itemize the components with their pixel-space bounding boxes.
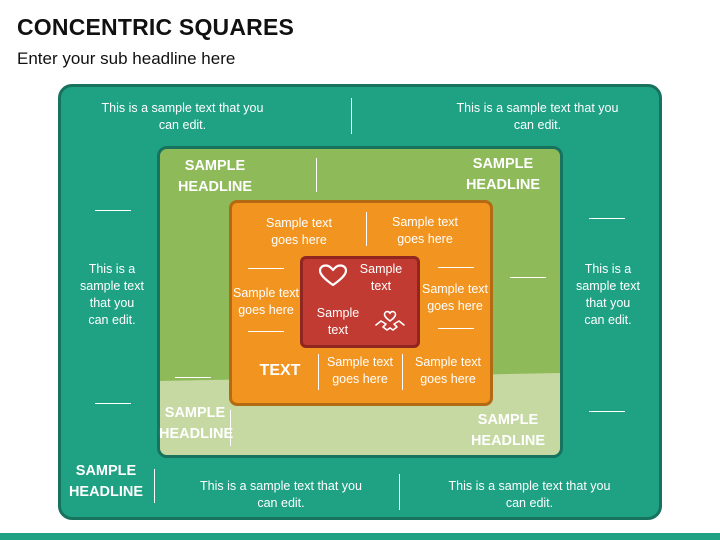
- divider: [154, 469, 155, 503]
- bottom-accent-bar: [0, 533, 720, 540]
- divider: [230, 410, 231, 446]
- middle-bottom-right-headline: SAMPLE HEADLINE: [470, 412, 546, 449]
- inner-right-text: Sample text goes here: [421, 282, 488, 313]
- outer-bottom-headline: SAMPLE HEADLINE: [68, 463, 144, 500]
- inner-top-left-text: Sample text goes here: [265, 216, 332, 247]
- divider: [248, 268, 284, 269]
- inner-bottom-mid-text: Sample text goes here: [326, 355, 393, 386]
- divider: [316, 158, 317, 192]
- middle-bottom-left-headline: SAMPLE HEADLINE: [159, 405, 234, 442]
- divider: [366, 212, 367, 246]
- inner-bottom-label: TEXT: [259, 362, 301, 379]
- divider: [351, 98, 352, 134]
- divider: [438, 267, 474, 268]
- core-bottom-text: Sample text: [316, 306, 360, 337]
- divider: [510, 277, 546, 278]
- outer-top-left-text: This is a sample text that you can edit.: [101, 101, 264, 132]
- handshake-heart-icon: [375, 310, 405, 331]
- divider: [399, 474, 400, 510]
- divider: [95, 403, 131, 404]
- inner-left-text: Sample text goes here: [232, 286, 299, 317]
- heart-icon: [319, 264, 347, 287]
- divider: [589, 218, 625, 219]
- divider: [438, 328, 474, 329]
- divider: [175, 377, 211, 378]
- divider: [95, 210, 131, 211]
- outer-right-text: This is a sample text that you can edit.: [576, 262, 640, 327]
- divider: [318, 354, 319, 390]
- middle-top-right-headline: SAMPLE HEADLINE: [465, 156, 541, 193]
- page-subtitle: Enter your sub headline here: [17, 49, 236, 68]
- inner-bottom-right-text: Sample text goes here: [414, 355, 481, 386]
- outer-bottom-mid-text: This is a sample text that you can edit.: [200, 479, 362, 510]
- core-top-text: Sample text: [359, 262, 403, 293]
- outer-top-right-text: This is a sample text that you can edit.: [456, 101, 619, 132]
- outer-left-text: This is a sample text that you can edit.: [80, 262, 144, 327]
- divider: [248, 331, 284, 332]
- outer-bottom-right-text: This is a sample text that you can edit.: [448, 479, 611, 510]
- divider: [589, 411, 625, 412]
- divider: [402, 354, 403, 390]
- inner-top-right-text: Sample text goes here: [391, 215, 458, 246]
- middle-top-left-headline: SAMPLE HEADLINE: [177, 158, 253, 195]
- page-title: CONCENTRIC SQUARES: [17, 14, 295, 40]
